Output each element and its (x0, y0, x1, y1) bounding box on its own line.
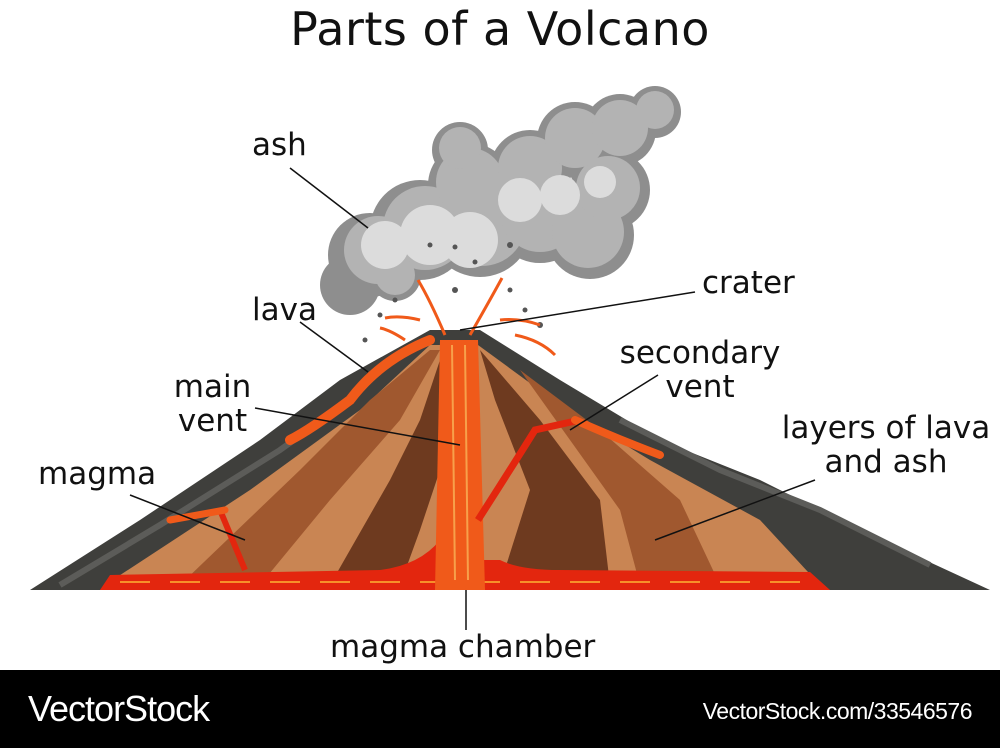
label-secondary-vent-2: vent (665, 369, 735, 405)
page-title: Parts of a Volcano (290, 2, 710, 56)
watermark-footer: VectorStock VectorStock.com/33546576 (0, 670, 1000, 748)
source-url: VectorStock.com/33546576 (702, 698, 973, 724)
label-secondary-vent-1: secondary (619, 335, 781, 371)
label-layers-1: layers of lava (781, 410, 991, 446)
label-lava: lava (252, 292, 317, 328)
label-main-vent-1: main (173, 369, 252, 405)
label-magma-chamber: magma chamber (330, 629, 596, 665)
brand-logo: VectorStock (28, 688, 210, 729)
ash-cloud (320, 86, 681, 343)
volcano-illustration (30, 86, 990, 630)
secondary-vent (475, 416, 581, 522)
label-layers-2: and ash (824, 444, 948, 480)
label-main-vent-2: vent (177, 403, 248, 439)
label-ash: ash (252, 127, 307, 163)
main-vent (435, 340, 485, 590)
lava-flow (285, 335, 435, 445)
label-crater: crater (702, 265, 795, 301)
label-magma: magma (38, 456, 157, 492)
